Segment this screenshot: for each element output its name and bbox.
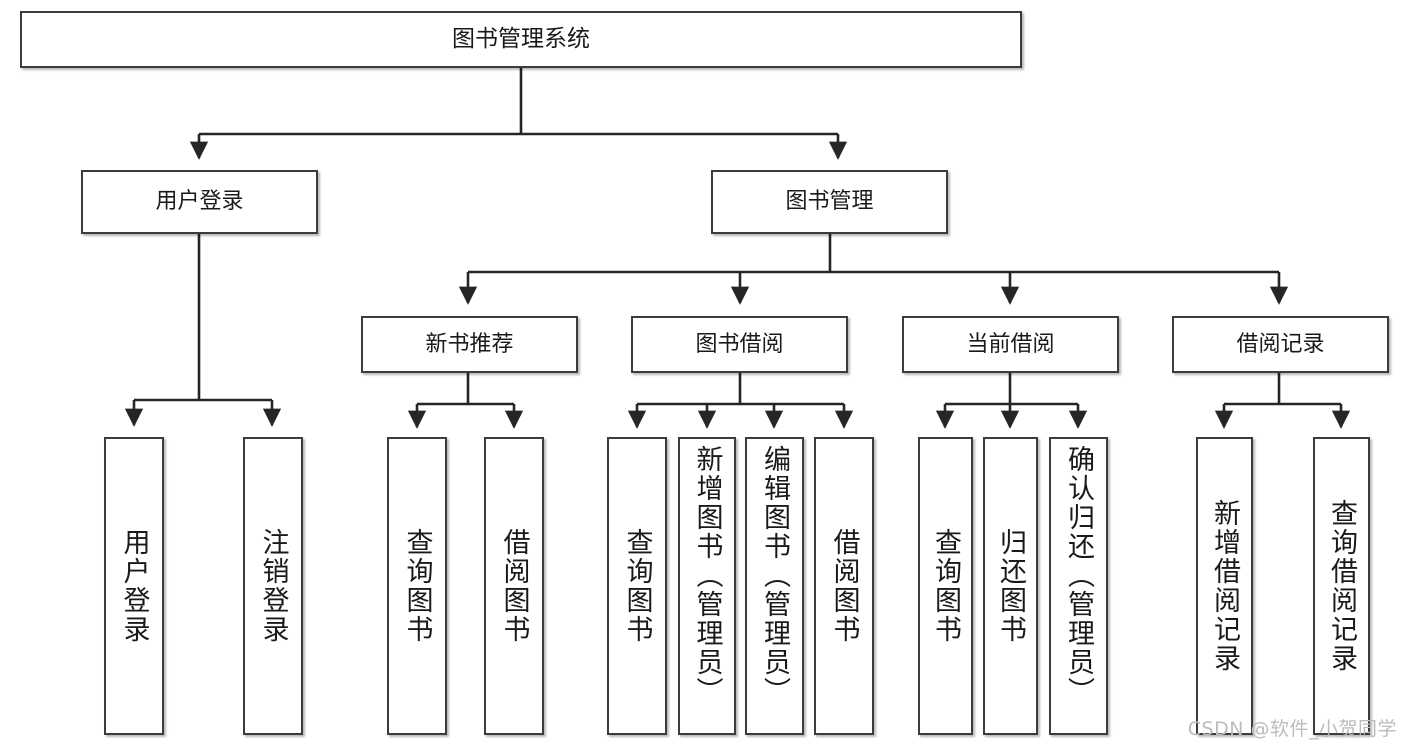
node-label: 注销登录	[257, 528, 289, 644]
node-label: 图书管理	[785, 189, 874, 215]
node-book-borrow[interactable]: 图书借阅	[631, 316, 848, 373]
node-label: 查询图书	[401, 528, 433, 644]
leaf-user-login[interactable]: 用户登录	[104, 437, 164, 735]
node-label: 用户登录	[118, 528, 150, 644]
leaf-borrow-book-2[interactable]: 借阅图书	[814, 437, 874, 735]
node-label: 编辑图书（管理员）	[759, 445, 790, 706]
node-label: 归还图书	[995, 528, 1026, 644]
node-current-borrow[interactable]: 当前借阅	[902, 316, 1119, 373]
leaf-return-book[interactable]: 归还图书	[983, 437, 1038, 735]
node-book-manage[interactable]: 图书管理	[711, 170, 948, 234]
leaf-add-record[interactable]: 新增借阅记录	[1196, 437, 1253, 735]
node-borrow-record[interactable]: 借阅记录	[1172, 316, 1389, 373]
node-label: 用户登录	[155, 189, 244, 215]
node-label: 借阅记录	[1236, 331, 1325, 357]
leaf-edit-book[interactable]: 编辑图书（管理员）	[745, 437, 804, 735]
leaf-borrow-book-1[interactable]: 借阅图书	[484, 437, 544, 735]
node-root-system[interactable]: 图书管理系统	[20, 11, 1022, 68]
leaf-query-book-2[interactable]: 查询图书	[607, 437, 667, 735]
node-label: 当前借阅	[966, 331, 1055, 357]
node-label: 确认归还（管理员）	[1063, 445, 1094, 706]
node-label: 图书管理系统	[452, 25, 590, 52]
leaf-query-record[interactable]: 查询借阅记录	[1313, 437, 1370, 735]
node-label: 新增图书（管理员）	[691, 445, 723, 706]
leaf-query-book-1[interactable]: 查询图书	[387, 437, 447, 735]
node-label: 查询借阅记录	[1326, 499, 1357, 673]
leaf-query-book-3[interactable]: 查询图书	[918, 437, 973, 735]
leaf-add-book[interactable]: 新增图书（管理员）	[678, 437, 736, 735]
node-user-login[interactable]: 用户登录	[81, 170, 318, 234]
leaf-confirm-return[interactable]: 确认归还（管理员）	[1049, 437, 1108, 735]
leaf-logout-login[interactable]: 注销登录	[243, 437, 303, 735]
node-label: 新书推荐	[425, 331, 514, 357]
node-label: 借阅图书	[498, 528, 530, 644]
node-label: 借阅图书	[828, 528, 860, 644]
node-label: 新增借阅记录	[1209, 499, 1240, 673]
node-label: 查询图书	[621, 528, 653, 644]
node-label: 查询图书	[930, 528, 961, 644]
node-label: 图书借阅	[695, 331, 784, 357]
node-new-book-recommend[interactable]: 新书推荐	[361, 316, 578, 373]
